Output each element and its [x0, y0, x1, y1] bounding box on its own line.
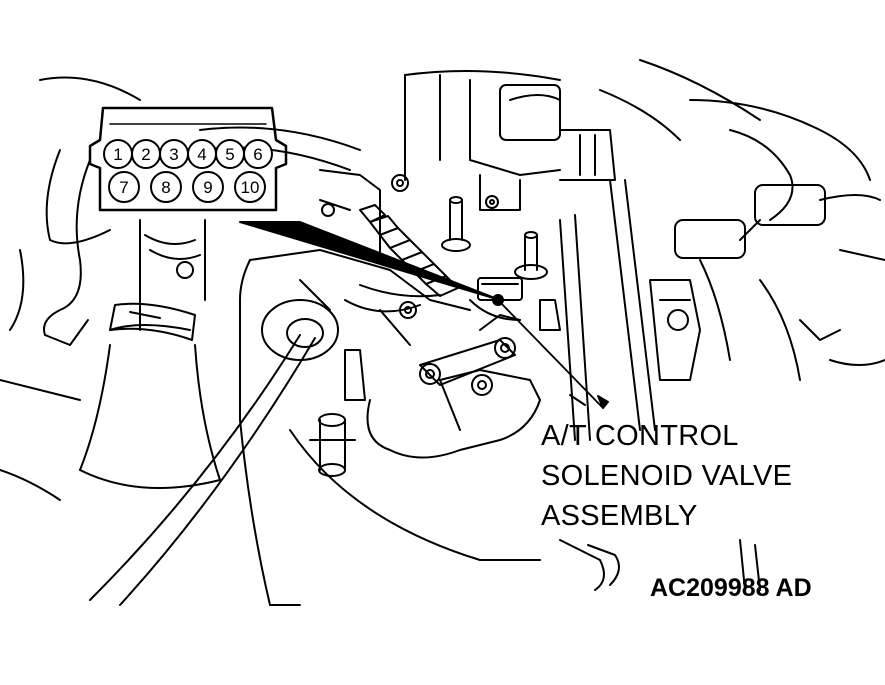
pin-8: 8 [150, 171, 182, 203]
pin-label: 2 [141, 145, 150, 164]
connector-wedge [239, 221, 501, 301]
pin-label: 6 [253, 145, 262, 164]
callout-label-line-3: ASSEMBLY [541, 500, 698, 532]
pin-4: 4 [187, 139, 217, 169]
callout-pointer [239, 221, 609, 409]
connector-housing [88, 106, 288, 212]
pin-label: 4 [197, 145, 206, 164]
callout-label-line-2: SOLENOID VALVE [541, 460, 793, 492]
pin-label: 8 [161, 178, 170, 197]
pin-label: 10 [241, 178, 260, 197]
pin-label: 9 [203, 178, 212, 197]
pin-2: 2 [131, 139, 161, 169]
pin-5: 5 [215, 139, 245, 169]
pin-3: 3 [159, 139, 189, 169]
pin-label: 3 [169, 145, 178, 164]
pin-label: 1 [113, 145, 122, 164]
figure-code: AC209988 AD [650, 574, 812, 602]
pin-7: 7 [108, 171, 140, 203]
engine-bay-background [0, 59, 885, 606]
pin-10: 10 [234, 171, 266, 203]
pin-label: 5 [225, 145, 234, 164]
leader-line [497, 299, 604, 409]
connector-inset [88, 106, 288, 212]
pin-9: 9 [192, 171, 224, 203]
pin-1: 1 [103, 139, 133, 169]
pin-label: 7 [119, 178, 128, 197]
pin-6: 6 [243, 139, 273, 169]
callout-label-line-1: A/T CONTROL [541, 420, 739, 452]
